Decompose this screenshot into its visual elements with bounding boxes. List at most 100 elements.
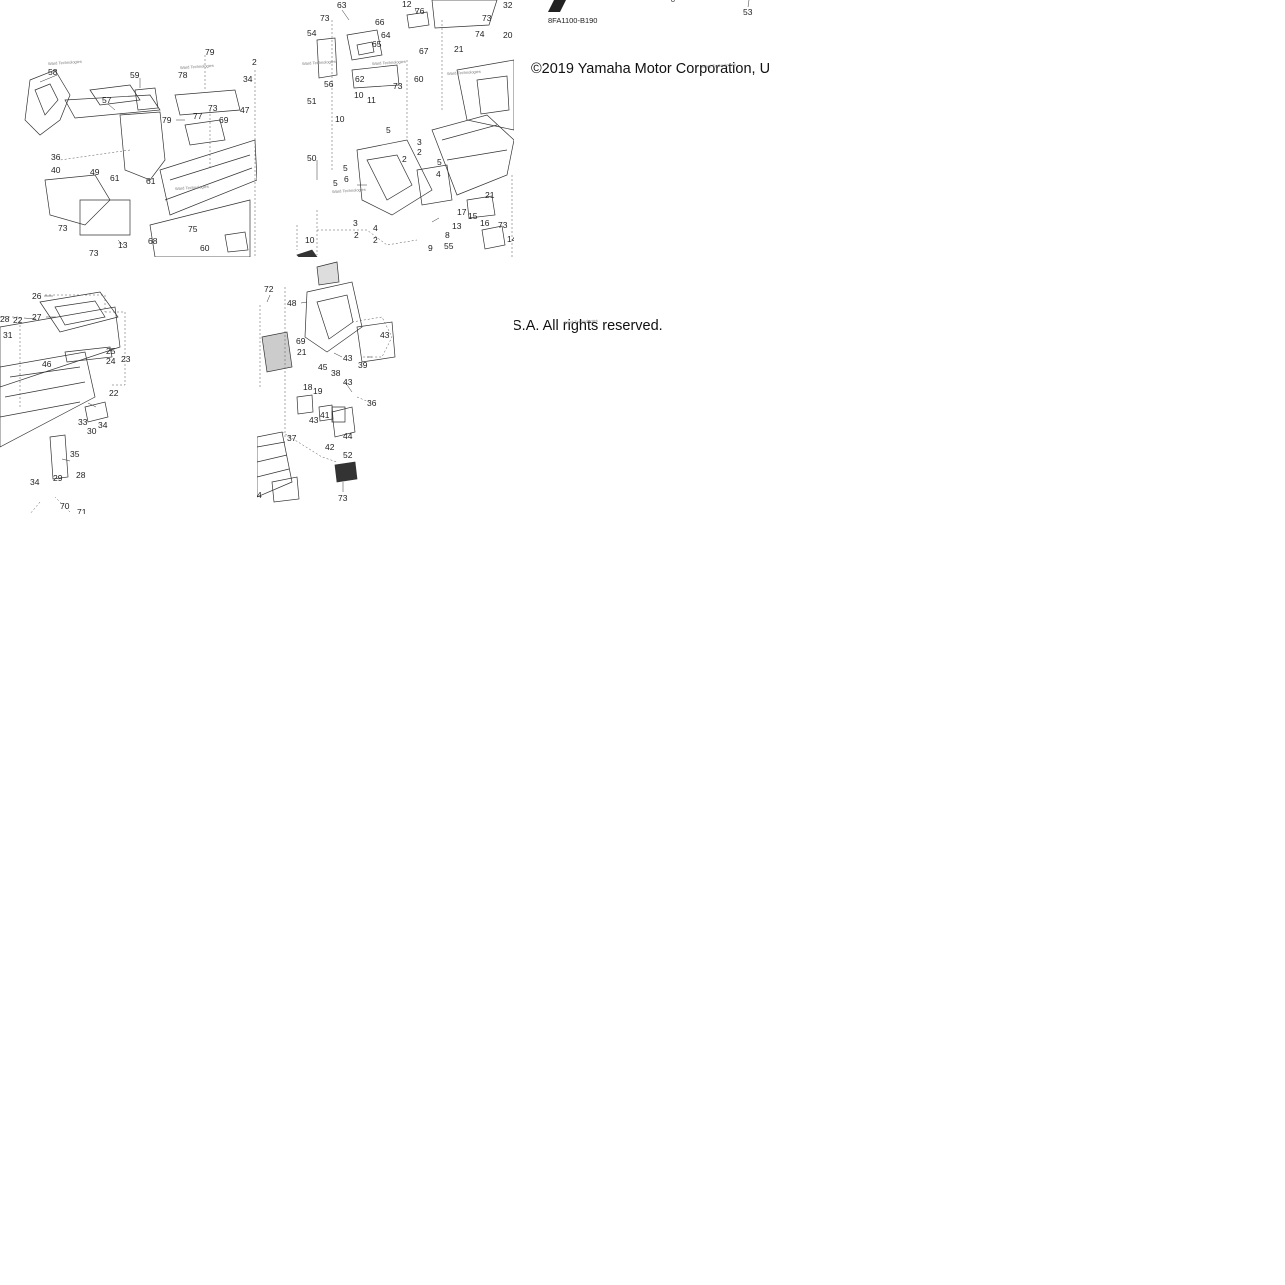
part-callout: 43 <box>343 353 353 363</box>
frame-front-drawing <box>24 55 257 257</box>
diagram-tile-top-right: 8 53 8FA1100-B190 ©2019 Yamaha Motor Cor… <box>514 0 771 257</box>
part-callout: 2 <box>354 230 359 240</box>
part-callout: 39 <box>358 360 368 370</box>
part-callout: 18 <box>303 382 313 392</box>
part-callout: 34 <box>30 477 40 487</box>
part-callout: 34 <box>243 74 253 84</box>
part-callout: 42 <box>325 442 335 452</box>
part-callout: 13 <box>452 221 462 231</box>
part-callout: 11 <box>367 95 376 105</box>
diagram-tile-bottom-left: 26 28 22 27 31 46 25 24 23 22 33 30 34 3… <box>0 257 257 514</box>
part-callout: 9 <box>428 243 433 253</box>
part-callout: 31 <box>3 330 13 340</box>
part-callout: 10 <box>305 235 315 245</box>
part-callout: 58 <box>48 67 58 77</box>
suspension-arm-drawing <box>257 261 396 503</box>
part-callout: 54 <box>307 28 317 38</box>
diagram-tile-top-center: Ward Technologies Ward Technologies Ward… <box>257 0 514 257</box>
copyright-text-start: ©2019 Yamaha Motor Corporation, U.S <box>531 61 771 77</box>
part-callout: 35 <box>70 449 80 459</box>
part-callout: 73 <box>89 248 99 258</box>
part-callout: 40 <box>51 165 61 175</box>
part-callout: 28 <box>0 314 10 324</box>
part-callout: 19 <box>313 386 323 396</box>
part-callout: 38 <box>331 368 341 378</box>
part-callout: 21 <box>454 44 464 54</box>
part-callout: 5 <box>437 157 442 167</box>
part-callout: 34 <box>98 420 108 430</box>
part-callout: 23 <box>121 354 131 364</box>
fragment-drawing <box>548 0 750 12</box>
part-callout: 8 <box>445 230 450 240</box>
part-callout: 22 <box>13 315 23 325</box>
part-callout: 73 <box>320 13 330 23</box>
part-callout: 2 <box>373 235 378 245</box>
part-callout: 32 <box>503 0 513 10</box>
copyright-text-end: S.A. All rights reserved. <box>514 318 663 334</box>
diagram-tile-bottom-center: 72 48 43 69 21 43 39 45 38 18 19 43 41 3… <box>257 257 514 514</box>
part-callout: 50 <box>307 153 317 163</box>
part-callout: 60 <box>200 243 210 253</box>
part-callout: 4 <box>436 169 441 179</box>
part-callout: 49 <box>90 167 100 177</box>
part-callout: 2 <box>417 147 422 157</box>
part-callout: 20 <box>503 30 513 40</box>
part-callout: 26 <box>32 291 42 301</box>
part-callout: 61 <box>110 173 120 183</box>
part-callout: 6 <box>344 174 349 184</box>
part-callout: 57 <box>102 95 112 105</box>
chassis-rear-drawing <box>0 291 126 514</box>
part-callout: 28 <box>76 470 86 480</box>
part-callout: 13 <box>118 240 128 250</box>
part-callout: 27 <box>32 312 42 322</box>
part-callout: 25 <box>106 346 116 356</box>
part-callout: 79 <box>162 115 172 125</box>
part-callout: 56 <box>324 79 334 89</box>
part-callout: 79 <box>205 47 215 57</box>
part-callout: 46 <box>42 359 52 369</box>
part-callout: 53 <box>743 7 753 17</box>
part-callout: 16 <box>480 218 490 228</box>
part-callout: 73 <box>393 81 403 91</box>
part-callout: 17 <box>457 207 467 217</box>
part-callout: 29 <box>53 473 63 483</box>
part-callout: 8 <box>671 0 675 4</box>
part-callout: 73 <box>58 223 68 233</box>
part-callout: 73 <box>208 103 218 113</box>
part-callout: 73 <box>338 493 348 503</box>
part-callout: 69 <box>296 336 306 346</box>
part-callout: 10 <box>335 114 345 124</box>
part-callout: 66 <box>375 17 385 27</box>
part-callout: 78 <box>178 70 188 80</box>
part-callout: 60 <box>414 74 424 84</box>
part-callout: 45 <box>318 362 328 372</box>
part-callout: 65 <box>372 39 382 49</box>
part-callout: 41 <box>320 410 330 420</box>
part-callout: 37 <box>287 433 297 443</box>
part-callout: 61 <box>146 176 156 186</box>
part-callout: 24 <box>106 356 116 366</box>
part-callout: 5 <box>333 178 338 188</box>
part-callout: 47 <box>240 105 250 115</box>
part-callout: 73 <box>482 13 492 23</box>
part-callout: 22 <box>109 388 119 398</box>
part-callout: 69 <box>219 115 229 125</box>
part-callout: 48 <box>287 298 297 308</box>
part-callout: 33 <box>78 417 88 427</box>
part-callout: 21 <box>297 347 307 357</box>
part-callout: 5 <box>343 163 348 173</box>
part-callout: 2 <box>402 154 407 164</box>
part-callout: 21 <box>485 190 495 200</box>
part-callout: 36 <box>51 152 61 162</box>
part-callout: 63 <box>337 0 347 10</box>
part-callout: 76 <box>415 6 425 16</box>
part-callout: 72 <box>264 284 274 294</box>
part-callout: 3 <box>353 218 358 228</box>
part-callout: 10 <box>354 90 364 100</box>
part-callout: 14 <box>507 234 514 244</box>
steering-column-drawing <box>296 0 514 257</box>
part-callout: 43 <box>309 415 319 425</box>
part-callout: 30 <box>87 426 97 436</box>
part-callout: 68 <box>148 236 158 246</box>
part-callout: 55 <box>444 241 454 251</box>
